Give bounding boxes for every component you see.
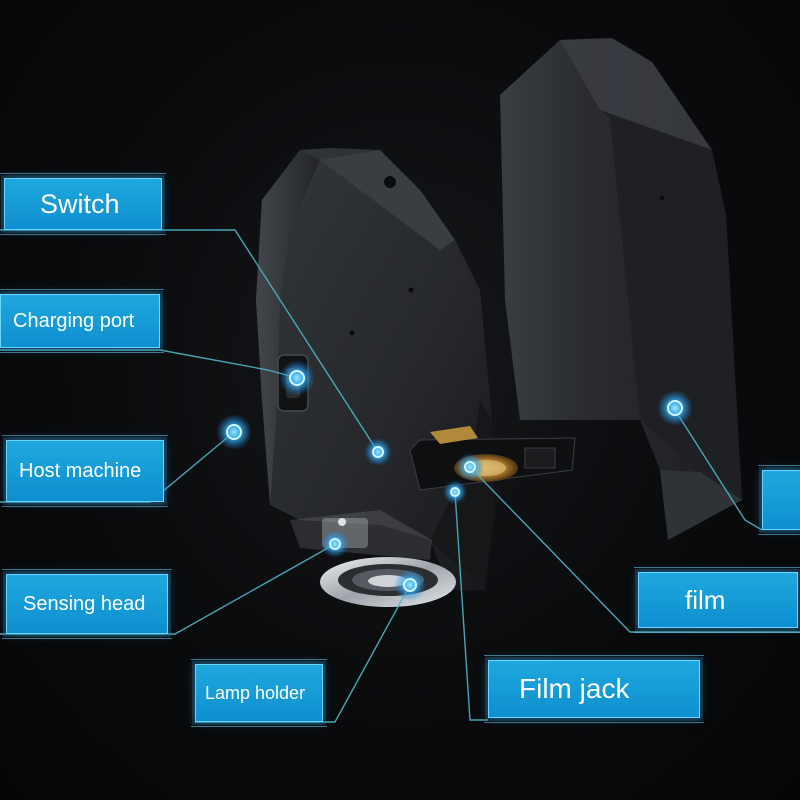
hotspot-icon[interactable] — [216, 414, 252, 450]
host-machine-label: Host machine — [2, 435, 168, 507]
host-machine-label-text: Host machine — [19, 459, 142, 482]
lamp-holder-label-text: Lamp holder — [205, 682, 306, 703]
film-jack-mechanism — [409, 426, 576, 491]
switch-label-text: Switch — [40, 188, 120, 219]
film-label: film — [634, 567, 800, 633]
charging-port-label-text: Charging port — [13, 309, 135, 332]
hotspot-icon[interactable] — [321, 530, 349, 558]
charging-port-label: Charging port — [0, 289, 164, 353]
film-jack-label-text: Film jack — [519, 673, 630, 704]
film-jack-label: Film jack — [484, 655, 704, 723]
hotspot-icon[interactable] — [657, 390, 693, 426]
hotspot-icon[interactable] — [456, 453, 484, 481]
switch-label: Switch — [0, 173, 166, 235]
sensing-head-label: Sensing head — [2, 569, 172, 639]
hotspot-icon[interactable] — [443, 480, 467, 504]
sensing-head-label-text: Sensing head — [23, 592, 146, 615]
lamp-holder-label: Lamp holder — [191, 659, 327, 727]
film-label-text: film — [685, 584, 726, 615]
lamp-holder-ring — [320, 557, 456, 607]
hotspot-icon[interactable] — [364, 438, 392, 466]
hotspot-icon[interactable] — [279, 360, 315, 396]
cover-label-partial — [758, 465, 800, 535]
hotspot-icon[interactable] — [394, 569, 426, 601]
